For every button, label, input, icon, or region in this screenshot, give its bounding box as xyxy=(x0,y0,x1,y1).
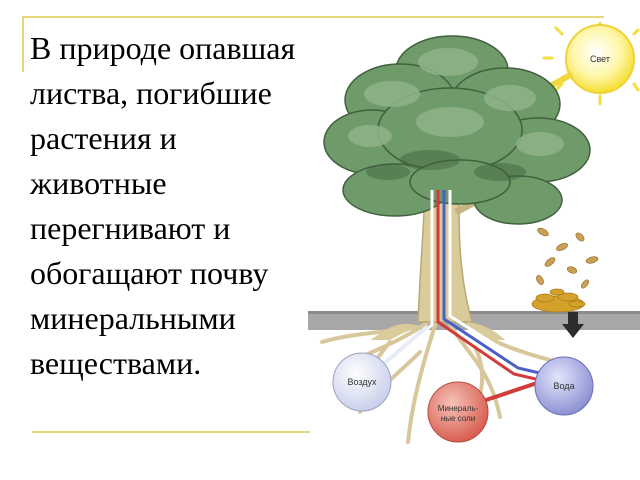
sun-label: Свет xyxy=(590,54,610,64)
red-vessel xyxy=(436,190,541,382)
air-label: Воздух xyxy=(347,377,377,387)
water-node xyxy=(534,356,594,416)
slide-body-text: В природе опавшая листва, погибшие расте… xyxy=(30,30,296,381)
salts-node xyxy=(427,381,489,443)
water-label: Вода xyxy=(553,381,574,391)
tree-nutrition-illustration: Свет xyxy=(308,22,640,444)
frame-bottom-line xyxy=(32,431,310,433)
decomposition-arrow xyxy=(562,312,584,338)
crown-shadows xyxy=(366,150,526,181)
air-node xyxy=(332,352,392,412)
frame-top-line xyxy=(22,16,604,18)
falling-leaves xyxy=(536,227,599,289)
ground-layer xyxy=(308,311,640,330)
blue-vessel xyxy=(442,190,545,376)
salts-label-line1: Минераль- xyxy=(438,404,479,413)
salts-label-line2: ные соли xyxy=(441,414,475,423)
sun-rays xyxy=(542,22,640,106)
sun xyxy=(565,24,635,94)
leaf-pile xyxy=(531,288,586,313)
crown-highlights xyxy=(348,48,564,156)
frame-left-line xyxy=(22,16,24,72)
salts-connector xyxy=(479,380,541,404)
